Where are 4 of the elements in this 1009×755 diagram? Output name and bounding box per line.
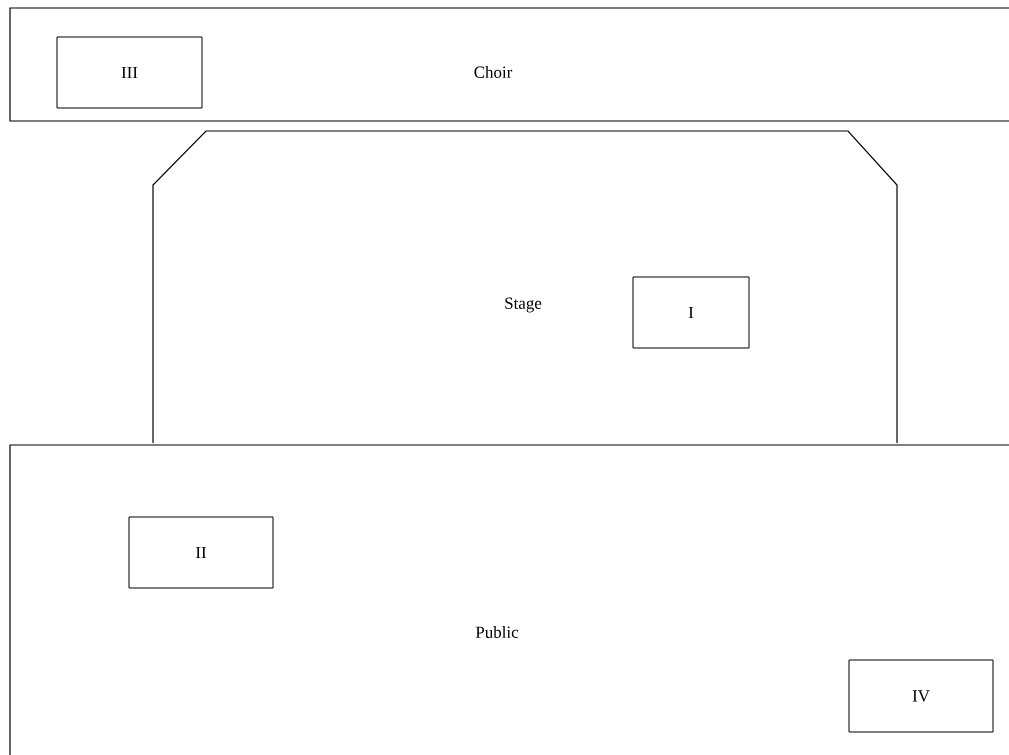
label-box: IV — [848, 659, 994, 733]
label-box: II — [128, 516, 274, 589]
label-box: I — [632, 276, 750, 349]
label-box: III — [56, 36, 203, 109]
